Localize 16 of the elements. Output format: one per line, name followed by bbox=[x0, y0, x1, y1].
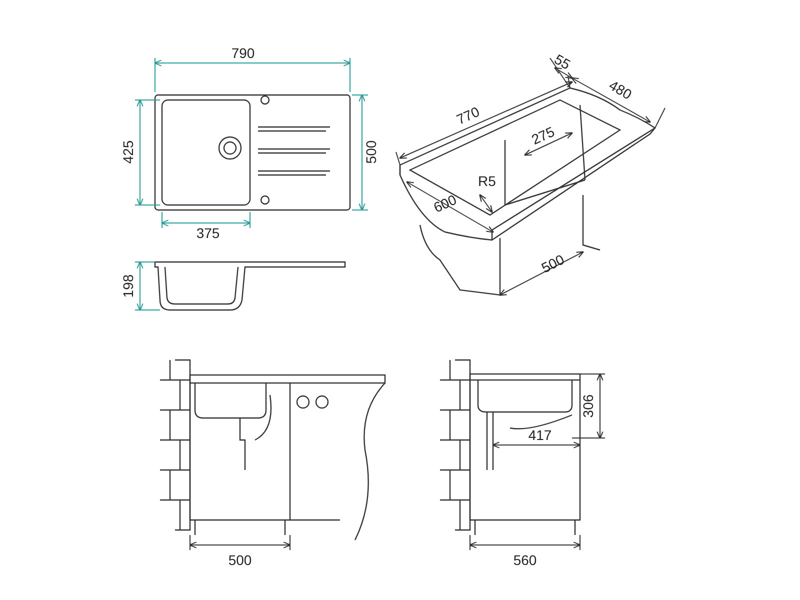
dimension-label: 790 bbox=[231, 45, 255, 61]
dimension-label: R5 bbox=[478, 173, 496, 189]
dimension-label: 375 bbox=[196, 225, 220, 241]
dimension-label: 417 bbox=[528, 427, 552, 443]
dimension-label: 600 bbox=[431, 191, 459, 216]
dimension-label: 425 bbox=[120, 140, 136, 164]
dimension-label: 198 bbox=[120, 274, 136, 298]
dimension-label: 500 bbox=[363, 140, 379, 164]
dimension-label: 770 bbox=[454, 103, 482, 128]
dimension-label: 480 bbox=[606, 76, 635, 102]
dimension-label: 275 bbox=[529, 123, 557, 148]
dimension-label: 500 bbox=[228, 552, 252, 568]
dimension-label: 500 bbox=[538, 251, 567, 276]
dimension-label: 306 bbox=[580, 394, 596, 418]
dimension-label: 560 bbox=[513, 552, 537, 568]
dimension-label: 55 bbox=[552, 50, 574, 72]
